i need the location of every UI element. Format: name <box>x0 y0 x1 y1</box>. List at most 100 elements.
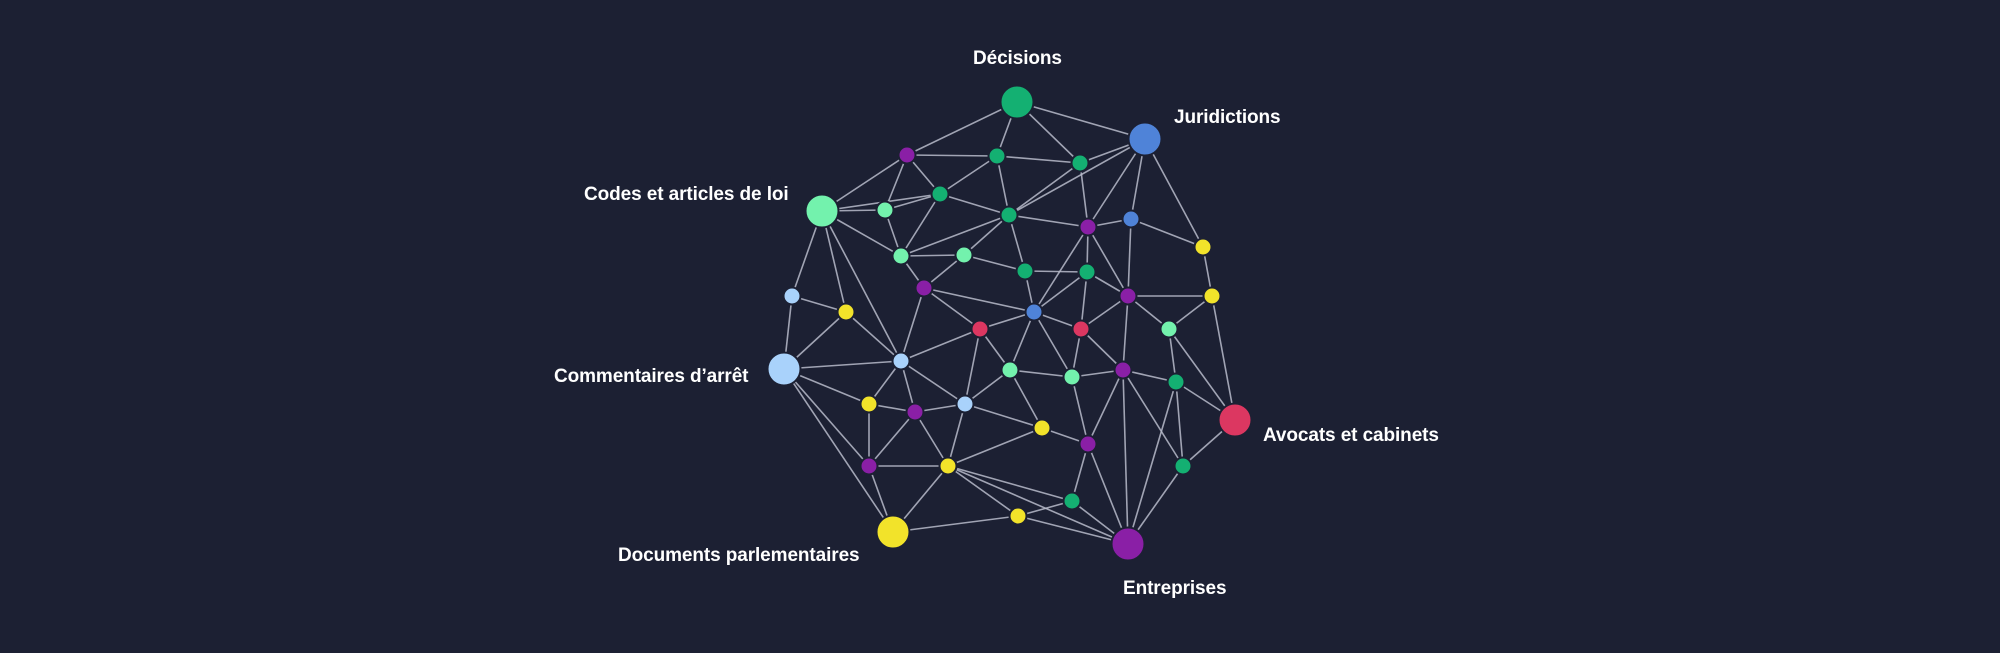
node-m3 <box>954 245 974 265</box>
node-y2 <box>1202 286 1222 306</box>
node-m6 <box>1062 367 1082 387</box>
edge-commentaires-p7 <box>783 368 870 467</box>
label-avocats: Avocats et cabinets <box>1263 425 1439 446</box>
label-commentaires: Commentaires d’arrêt <box>554 366 749 387</box>
edge-p6-p7 <box>868 411 916 467</box>
edge-g1-g3 <box>939 155 998 195</box>
edge-m1-g3 <box>884 193 941 211</box>
node-p4 <box>914 278 934 298</box>
edge-y2-avocats <box>1211 295 1236 421</box>
edge-r1-lb2 <box>900 328 981 362</box>
nodes-layer <box>766 84 1253 562</box>
edge-g4-m2 <box>900 214 1010 257</box>
node-g8 <box>1062 491 1082 511</box>
edge-m6-p8 <box>1071 376 1089 445</box>
node-g1 <box>987 146 1007 166</box>
edge-y3-lb2 <box>845 311 902 362</box>
node-r2 <box>1071 319 1091 339</box>
node-y3 <box>836 302 856 322</box>
edge-p4-r1 <box>923 287 981 330</box>
node-p1 <box>897 145 917 165</box>
label-entreprises: Entreprises <box>1123 578 1227 599</box>
node-p3 <box>1118 286 1138 306</box>
edge-lb2-lb3 <box>900 360 966 405</box>
label-documents: Documents parlementaires <box>618 545 860 566</box>
node-g5 <box>1015 261 1035 281</box>
edge-g7-g9 <box>1175 381 1184 467</box>
edge-g3-g4 <box>939 193 1010 216</box>
edge-p3-r2 <box>1080 295 1129 330</box>
edge-g6-b2 <box>1033 271 1088 313</box>
node-b2 <box>1024 302 1044 322</box>
node-g6 <box>1077 262 1097 282</box>
hub-node-juridictions <box>1127 121 1163 157</box>
node-p6 <box>905 402 925 422</box>
node-m1 <box>875 200 895 220</box>
edge-g7-entreprises <box>1127 381 1177 545</box>
edge-b1-y1 <box>1130 218 1204 248</box>
edge-p5-g9 <box>1122 369 1184 467</box>
edge-p8-entreprises <box>1087 443 1129 545</box>
edge-b1-p3 <box>1127 218 1132 297</box>
edge-m5-avocats <box>1168 328 1236 421</box>
edge-juridictions-g4 <box>1008 138 1146 216</box>
edge-p3-p5 <box>1122 295 1129 371</box>
node-g3 <box>930 184 950 204</box>
edge-p1-m1 <box>884 154 908 211</box>
node-y1 <box>1193 237 1213 257</box>
edge-g2-p2 <box>1079 162 1089 228</box>
node-y6 <box>938 456 958 476</box>
edge-juridictions-y1 <box>1144 138 1204 248</box>
edge-p2-p3 <box>1087 226 1129 297</box>
node-lb3 <box>955 394 975 414</box>
hub-node-commentaires <box>766 351 802 387</box>
edge-p2-b2 <box>1033 226 1089 313</box>
edge-g3-m2 <box>900 193 941 257</box>
node-m4 <box>1000 360 1020 380</box>
hub-node-entreprises <box>1110 526 1146 562</box>
node-m5 <box>1159 319 1179 339</box>
node-g9 <box>1173 456 1193 476</box>
label-decisions: Décisions <box>973 48 1062 69</box>
edge-m2-m3 <box>900 254 965 257</box>
edge-commentaires-lb2 <box>783 360 902 370</box>
edge-p8-g8 <box>1071 443 1089 502</box>
edge-g1-g4 <box>996 155 1010 216</box>
node-lb1 <box>782 286 802 306</box>
edge-p6-y6 <box>914 411 949 467</box>
node-y5 <box>1032 418 1052 438</box>
edge-p4-b2 <box>923 287 1035 313</box>
edge-decisions-p1 <box>906 101 1018 156</box>
edge-g4-m3 <box>963 214 1010 256</box>
edge-g4-p2 <box>1008 214 1089 228</box>
edge-p1-g1 <box>906 154 998 157</box>
edge-g6-r2 <box>1080 271 1088 330</box>
node-y7 <box>1008 506 1028 526</box>
node-g4 <box>999 205 1019 225</box>
edge-g2-g4 <box>1008 162 1081 216</box>
edge-y7-documents <box>892 515 1019 533</box>
edge-p4-lb2 <box>900 287 925 362</box>
edge-commentaires-documents <box>783 368 894 533</box>
edge-g1-g2 <box>996 155 1081 164</box>
node-g7 <box>1166 372 1186 392</box>
node-y4 <box>859 394 879 414</box>
node-m2 <box>891 246 911 266</box>
node-g2 <box>1070 153 1090 173</box>
edge-r2-p5 <box>1080 328 1124 371</box>
edge-y7-entreprises <box>1017 515 1129 545</box>
edge-g5-g6 <box>1024 270 1088 273</box>
edge-lb3-y5 <box>964 403 1043 429</box>
hub-node-documents <box>875 514 911 550</box>
edge-codes-lb2 <box>821 210 902 362</box>
node-r1 <box>970 319 990 339</box>
label-juridictions: Juridictions <box>1174 107 1281 128</box>
hub-node-decisions <box>999 84 1035 120</box>
edge-b2-m4 <box>1009 311 1035 371</box>
edge-y6-entreprises <box>947 465 1129 545</box>
node-p7 <box>859 456 879 476</box>
edge-p5-p8 <box>1087 369 1124 445</box>
node-b1 <box>1121 209 1141 229</box>
edge-m3-g5 <box>963 254 1026 272</box>
